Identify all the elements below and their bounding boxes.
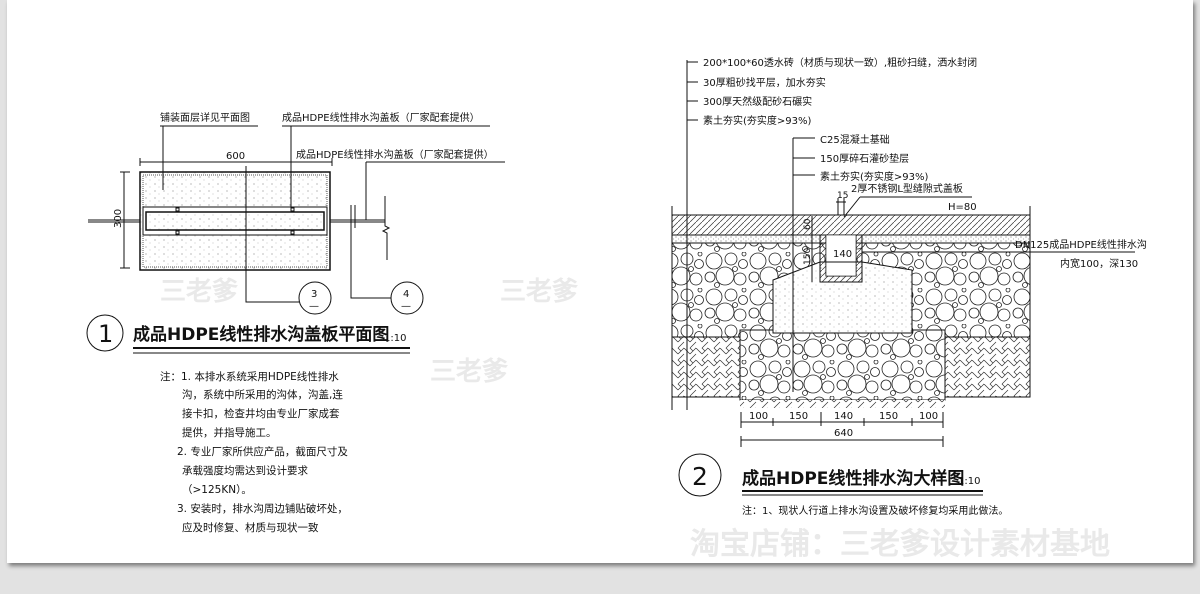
drawing-2-section: 140 15 60 150 200*100*60透水砖（材质与现状一致）,粗砂扫… (671, 56, 1147, 517)
drawing-1-plan: 600 300 铺装面层详见平面图 成品HDPE线性排水沟盖板（厂家配套提供） … (86, 111, 505, 354)
note-line: 承载强度均需达到设计要求 (182, 464, 308, 477)
layer-label: 素土夯实(夯实度>93%) (703, 114, 812, 127)
drawing-1-notes: 注：1. 本排水系统采用HDPE线性排水 沟，系统中所采用的沟体，沟盖,连 接卡… (160, 370, 348, 534)
dim-depth-150: 150 (803, 248, 813, 265)
callout-cover-1: 成品HDPE线性排水沟盖板（厂家配套提供） (282, 111, 480, 124)
watermark-store: 淘宝店铺：三老爹设计素材基地 (690, 527, 1110, 562)
drawing-scale-2: 1:10 (958, 476, 980, 487)
callout-paving: 铺装面层详见平面图 (160, 111, 250, 124)
note-line: 3. 安装时，排水沟周边铺贴破坏处， (177, 502, 348, 515)
note-line: 注：1. 本排水系统采用HDPE线性排水 (160, 370, 339, 383)
section-mark-4-sheet: — (401, 301, 411, 312)
section-mark-3: 3 (311, 289, 317, 300)
watermark: 三老爹 (500, 277, 578, 307)
drawing-title-2: 成品HDPE线性排水沟大样图 (742, 468, 964, 489)
drawing-number-2: 2 (692, 462, 708, 491)
dim-width: 600 (226, 151, 245, 162)
dim-height: 300 (113, 209, 124, 228)
base-layer-label: 150厚碎石灌砂垫层 (820, 152, 909, 165)
dim-slot: 15 (837, 191, 848, 201)
dim-channel-width: 140 (833, 249, 852, 260)
dim-bottom: 150 (879, 411, 898, 422)
note-line: 提供，并指导施工。 (182, 426, 277, 439)
cover-height: H=80 (948, 202, 977, 213)
watermark: 三老爹 (160, 277, 238, 307)
note-line: （>125KN）。 (182, 484, 252, 496)
cover-label: 2厚不锈钢L型缝隙式盖板 (851, 182, 963, 195)
layer-label: 30厚粗砂找平层，加水夯实 (703, 76, 826, 89)
channel-size: 内宽100，深130 (1060, 257, 1138, 270)
drawing-2-note: 注：1、现状人行道上排水沟设置及破坏修复均采用此做法。 (742, 504, 1008, 517)
dim-depth-60: 60 (803, 218, 813, 230)
dim-bottom: 150 (789, 411, 808, 422)
note-line: 沟，系统中所采用的沟体，沟盖,连 (182, 388, 343, 401)
dim-bottom: 140 (834, 411, 853, 422)
drawing-number-1: 1 (98, 320, 113, 348)
drawing-title-1: 成品HDPE线性排水沟盖板平面图 (133, 324, 389, 345)
dim-bottom: 100 (919, 411, 938, 422)
layer-label: 300厚天然级配砂石碾实 (703, 95, 812, 108)
channel-label: DN125成品HDPE线性排水沟 (1015, 238, 1147, 251)
watermark: 三老爹 (430, 357, 508, 387)
dim-bottom: 100 (749, 411, 768, 422)
note-line: 接卡扣，检查井均由专业厂家成套 (182, 407, 340, 420)
note-line: 应及时修复、材质与现状一致 (182, 521, 319, 534)
dim-total: 640 (834, 428, 853, 439)
base-layer-label: C25混凝土基础 (820, 133, 890, 146)
note-line: 2. 专业厂家所供应产品，截面尺寸及 (177, 445, 348, 458)
section-mark-4: 4 (403, 289, 409, 300)
section-mark-3-sheet: — (309, 301, 319, 312)
layer-label: 200*100*60透水砖（材质与现状一致）,粗砂扫缝，洒水封闭 (703, 56, 977, 69)
base-layer-label: 素土夯实(夯实度>93%) (820, 170, 929, 183)
drawing-scale-1: 1:10 (384, 333, 406, 344)
callout-cover-2: 成品HDPE线性排水沟盖板（厂家配套提供） (296, 148, 494, 161)
